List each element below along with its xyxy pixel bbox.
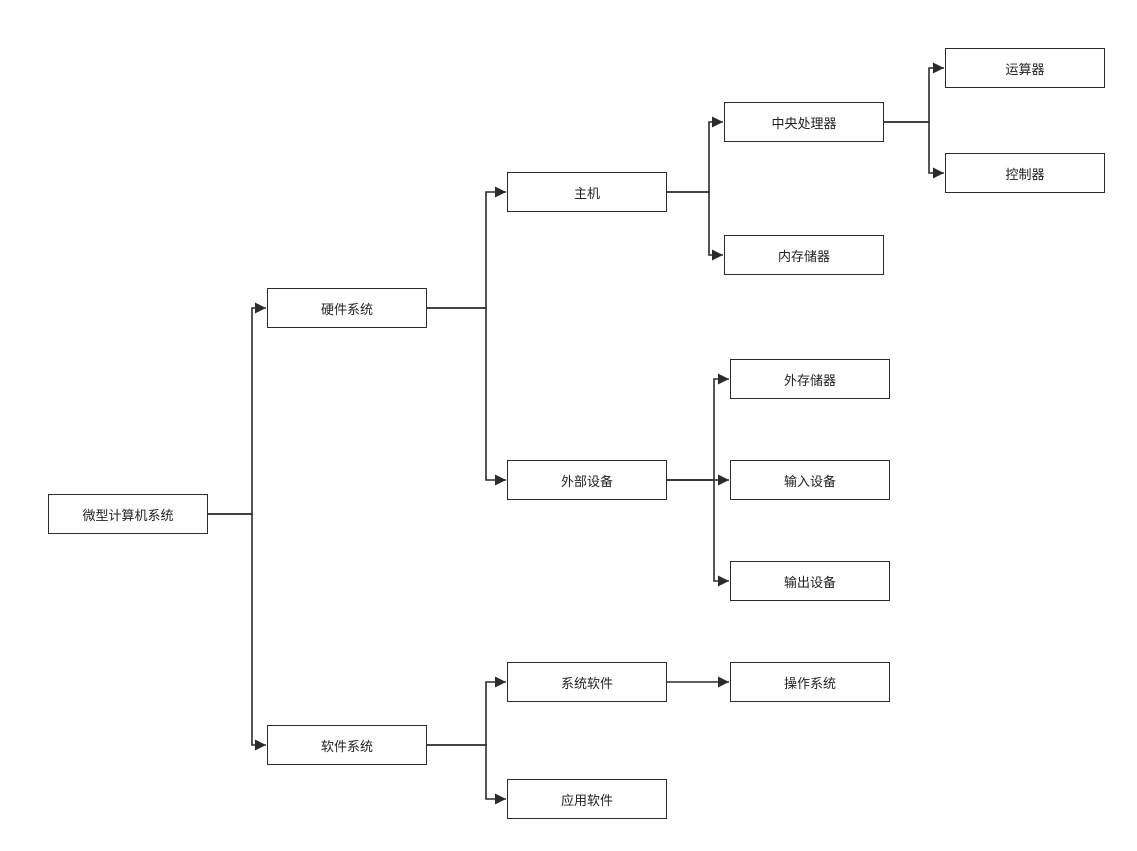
node-input-device: 输入设备 xyxy=(730,460,890,500)
connector-root-to-software xyxy=(208,513,266,751)
node-external-storage: 外存储器 xyxy=(730,359,890,399)
connector-software-to-system_software xyxy=(427,676,506,746)
node-alu: 运算器 xyxy=(945,48,1105,88)
connector-host-to-cpu xyxy=(667,116,723,193)
node-peripherals: 外部设备 xyxy=(507,460,667,500)
node-host: 主机 xyxy=(507,172,667,212)
connector-cpu-to-alu xyxy=(884,62,944,123)
connector-root-to-hardware xyxy=(208,302,266,515)
connector-hardware-to-peripherals xyxy=(427,307,506,486)
connector-peripherals-to-output_device xyxy=(667,479,729,587)
node-hardware: 硬件系统 xyxy=(267,288,427,328)
node-controller: 控制器 xyxy=(945,153,1105,193)
node-operating-system: 操作系统 xyxy=(730,662,890,702)
node-software: 软件系统 xyxy=(267,725,427,765)
connector-host-to-memory xyxy=(667,191,723,261)
node-output-device: 输出设备 xyxy=(730,561,890,601)
node-cpu: 中央处理器 xyxy=(724,102,884,142)
node-memory: 内存储器 xyxy=(724,235,884,275)
connector-software-to-application_software xyxy=(427,744,506,805)
connector-hardware-to-host xyxy=(427,186,506,309)
node-system-software: 系统软件 xyxy=(507,662,667,702)
connector-peripherals-to-external_storage xyxy=(667,373,729,481)
connector-cpu-to-controller xyxy=(884,121,944,179)
node-root: 微型计算机系统 xyxy=(48,494,208,534)
node-application-software: 应用软件 xyxy=(507,779,667,819)
